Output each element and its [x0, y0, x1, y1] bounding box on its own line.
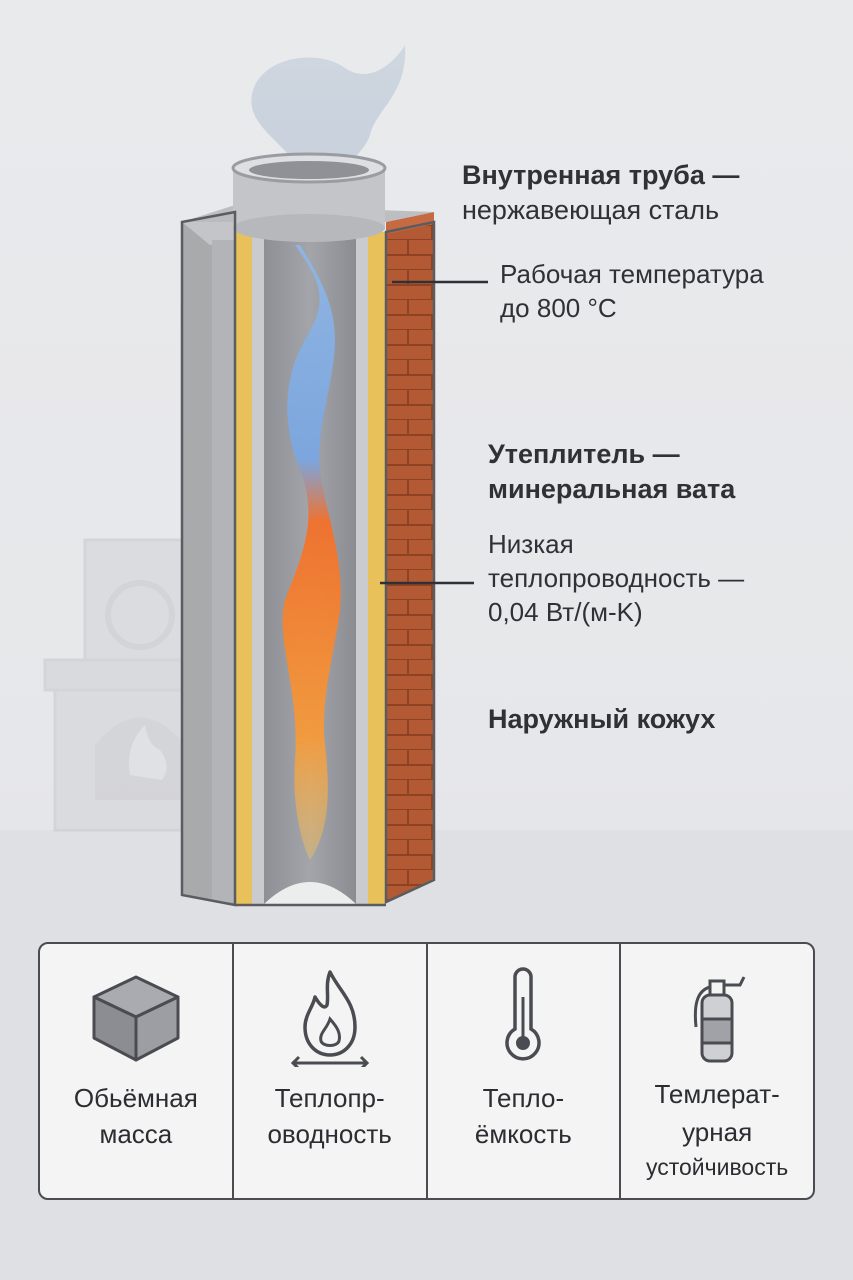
property-volume-mass-line1: Обьёмная	[73, 1083, 198, 1113]
properties-panel: Обьёмная масса Теплопр- оводность	[38, 942, 815, 1200]
insulation-right	[368, 232, 386, 906]
property-thermal-stability: Темлерат- урная устойчивость	[621, 944, 813, 1198]
inner-pipe-right-wall	[356, 232, 368, 904]
thermometer-icon	[498, 962, 548, 1072]
label-inner-pipe: Внутренная труба — нержавеющая сталь	[462, 158, 739, 228]
label-conductivity-line1: Низкая	[488, 529, 574, 559]
pipe-bottom-opening	[264, 882, 356, 904]
label-conductivity-line3: 0,04 Вт/(м-K)	[488, 596, 643, 627]
property-thermal-stability-line2: урная	[682, 1116, 753, 1147]
label-inner-pipe-line1: Внутренная труба —	[462, 160, 740, 190]
label-outer-casing-line1: Наружный кожух	[488, 704, 716, 734]
smoke	[251, 45, 406, 170]
label-working-temp-line2: до 800 °C	[500, 292, 617, 323]
property-volume-mass-line2: масса	[99, 1119, 173, 1150]
inner-pipe-left-wall	[252, 232, 264, 904]
property-heat-capacity: Тепло- ёмкость	[428, 944, 622, 1198]
property-conductivity: Теплопр- оводность	[234, 944, 428, 1198]
property-volume-mass: Обьёмная масса	[40, 944, 234, 1198]
fireplace-background	[43, 538, 197, 832]
fire-extinguisher-icon	[682, 962, 752, 1072]
label-conductivity: Низкая теплопроводность — 0,04 Вт/(м-K)	[488, 528, 744, 629]
property-conductivity-line1: Теплопр-	[274, 1083, 385, 1113]
label-conductivity-line2: теплопроводность —	[488, 562, 745, 593]
cube-icon	[86, 962, 186, 1072]
label-inner-pipe-line2: нержавеющая сталь	[462, 195, 720, 226]
label-insulation-line2: минеральная вата	[488, 474, 736, 505]
property-thermal-stability-line3: устойчивость	[645, 1154, 789, 1181]
label-insulation-line1: Утеплитель —	[488, 439, 680, 469]
label-working-temp-line1: Рабочая температура	[500, 259, 764, 289]
chimney-diagram	[43, 45, 488, 907]
property-conductivity-line2: оводность	[267, 1119, 392, 1150]
label-outer-casing: Наружный кожух	[488, 702, 715, 737]
brick-wall	[386, 222, 434, 902]
label-insulation: Утеплитель — минеральная вата	[488, 437, 735, 507]
property-heat-capacity-line2: ёмкость	[474, 1119, 572, 1150]
insulation-left	[236, 232, 252, 905]
label-working-temp: Рабочая температура до 800 °C	[500, 258, 764, 326]
property-heat-capacity-line1: Тепло-	[482, 1083, 565, 1113]
property-thermal-stability-line1: Темлерат-	[654, 1079, 780, 1109]
flame-icon	[285, 962, 375, 1072]
flame	[282, 245, 341, 860]
